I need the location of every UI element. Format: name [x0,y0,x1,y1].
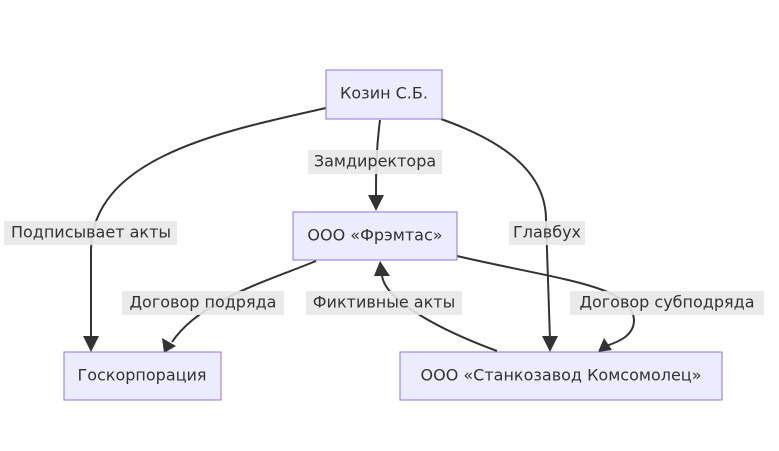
label-podpisyvaet-akty-text: Подписывает акты [11,223,171,242]
arrowhead-stankozavod-left [542,336,558,352]
node-fremtas-label: ООО «Фрэмтас» [307,226,442,245]
arrowhead-stankozavod-right [598,338,612,352]
label-dogovor-subpodryada: Договор субподряда [570,291,764,315]
label-dogovor-podryada-text: Договор подряда [130,293,277,312]
edge-labels: Замдиректора Подписывает акты Главбух До… [4,150,764,315]
label-podpisyvaet-akty: Подписывает акты [4,221,177,245]
node-goskorporatsiya[interactable]: Госкорпорация [63,351,222,401]
arrowhead-goskorporatsiya-right [162,338,176,353]
label-glavbukh-text: Главбух [513,223,581,242]
nodes: Козин С.Б. ООО «Фрэмтас» Госкорпорация О… [63,69,723,401]
label-fiktivnye-akty: Фиктивные акты [306,291,462,315]
node-kozin-label: Козин С.Б. [340,84,428,103]
label-fiktivnye-akty-text: Фиктивные акты [313,293,455,312]
node-stankozavod-label: ООО «Станкозавод Комсомолец» [421,366,702,385]
node-goskorporatsiya-label: Госкорпорация [77,366,206,385]
node-kozin[interactable]: Козин С.Б. [325,69,443,120]
node-stankozavod[interactable]: ООО «Станкозавод Комсомолец» [399,351,723,401]
label-dogovor-podryada: Договор подряда [122,291,284,315]
label-zamdirektora: Замдиректора [308,150,442,174]
arrowhead-goskorporatsiya-left [83,336,99,352]
arrowhead-fremtas-bottom [374,261,390,276]
node-fremtas[interactable]: ООО «Фрэмтас» [292,211,458,261]
label-glavbukh: Главбух [509,221,585,245]
edge-kozin-to-stankozavod [440,118,551,341]
label-zamdirektora-text: Замдиректора [314,152,436,171]
label-dogovor-subpodryada-text: Договор субподряда [579,293,754,312]
arrowhead-fremtas-top [368,195,384,211]
